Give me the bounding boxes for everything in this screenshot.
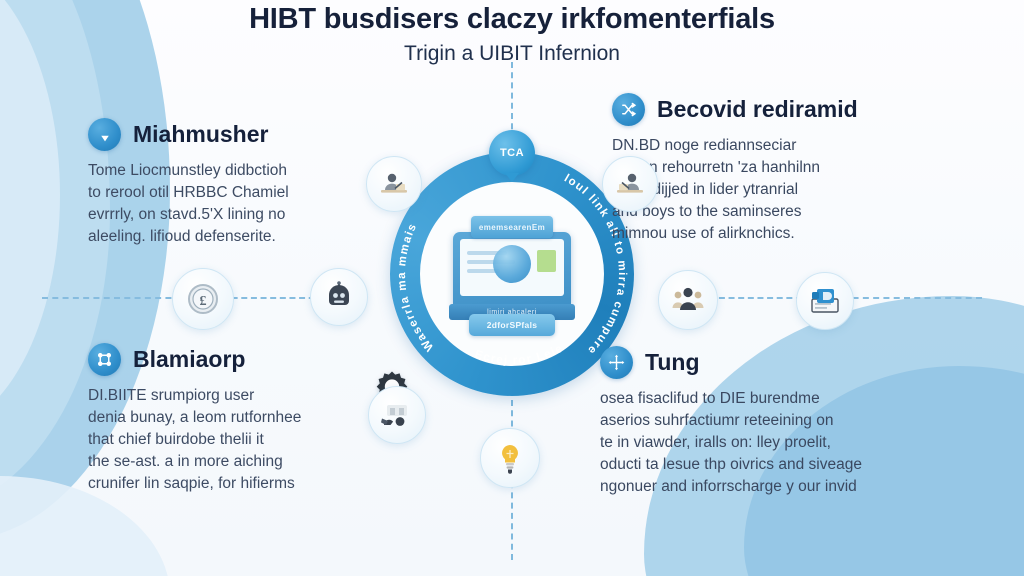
people-group-icon — [658, 270, 718, 330]
document-card-icon — [796, 272, 854, 330]
screen-text-line — [467, 260, 515, 264]
screen-text-line — [467, 251, 507, 255]
center-hub: Waserrla ma mmais loul link ali to mirra… — [390, 130, 634, 396]
title-block: HIBT busdisers claczy irkfomenterfials T… — [0, 3, 1024, 65]
page-subtitle: Trigin a UIBIT Infernion — [404, 41, 620, 65]
shuffle-icon — [612, 93, 645, 126]
section-title: Tung — [645, 349, 700, 376]
down-arrow-icon — [88, 118, 121, 151]
section-body: DI.BIITE srumpiorg user denia bunay, a l… — [88, 387, 302, 492]
screen-panel-accent — [537, 250, 556, 272]
device-top-label: ememsearenEm — [471, 216, 553, 238]
section-header: Miahmusher — [88, 118, 388, 151]
connector-line-top — [511, 62, 513, 170]
lightbulb-icon — [480, 428, 540, 488]
section-blamiaorp: Blamiaorp DI.BIITE srumpiorg user denia … — [88, 343, 388, 495]
section-title: Blamiaorp — [133, 346, 246, 373]
page-title: HIBT busdisers claczy irkfomenterfials — [249, 3, 775, 35]
coin-icon: £ — [172, 268, 234, 330]
section-becovid-rediramid: Becovid rediramid DN.BD noge rediannseci… — [612, 93, 942, 245]
network-icon — [88, 343, 121, 376]
monitor-frame — [453, 232, 571, 312]
section-header: Tung — [600, 346, 945, 379]
connector-line-left-inner — [222, 297, 334, 299]
globe-icon — [493, 245, 531, 284]
device-bottom-label: 2dforSPfals — [469, 314, 555, 336]
handshake-icon — [368, 386, 426, 444]
hub-top-node: TCA — [489, 130, 535, 176]
section-header: Becovid rediramid — [612, 93, 942, 126]
section-body: DN.BD noge rediannseciar design rehourre… — [612, 137, 821, 242]
monitor-screen — [460, 239, 564, 296]
section-title: Miahmusher — [133, 121, 269, 148]
connector-line-right-outer — [832, 297, 982, 299]
person-at-desk-icon — [602, 156, 658, 212]
section-miahmusher: Miahmusher Tome Liocmunstley didbctioh t… — [88, 118, 388, 248]
section-body: osea fisaclifud to DIE burendme aserios … — [600, 390, 862, 495]
svg-text:£: £ — [200, 294, 207, 309]
screen-text-line — [467, 269, 500, 273]
section-header: Blamiaorp — [88, 343, 388, 376]
section-tung: Tung osea fisaclifud to DIE burendme ase… — [600, 346, 945, 498]
connector-line-left-outer — [42, 297, 192, 299]
device-illustration: ememsearenEm limiri ahcaleri 2dforSPfals — [447, 214, 577, 336]
person-at-desk-icon — [366, 156, 422, 212]
section-title: Becovid rediramid — [657, 96, 858, 123]
robot-icon — [310, 268, 368, 326]
expand-arrows-icon — [600, 346, 633, 379]
section-body: Tome Liocmunstley didbctioh to rerool ot… — [88, 162, 289, 245]
